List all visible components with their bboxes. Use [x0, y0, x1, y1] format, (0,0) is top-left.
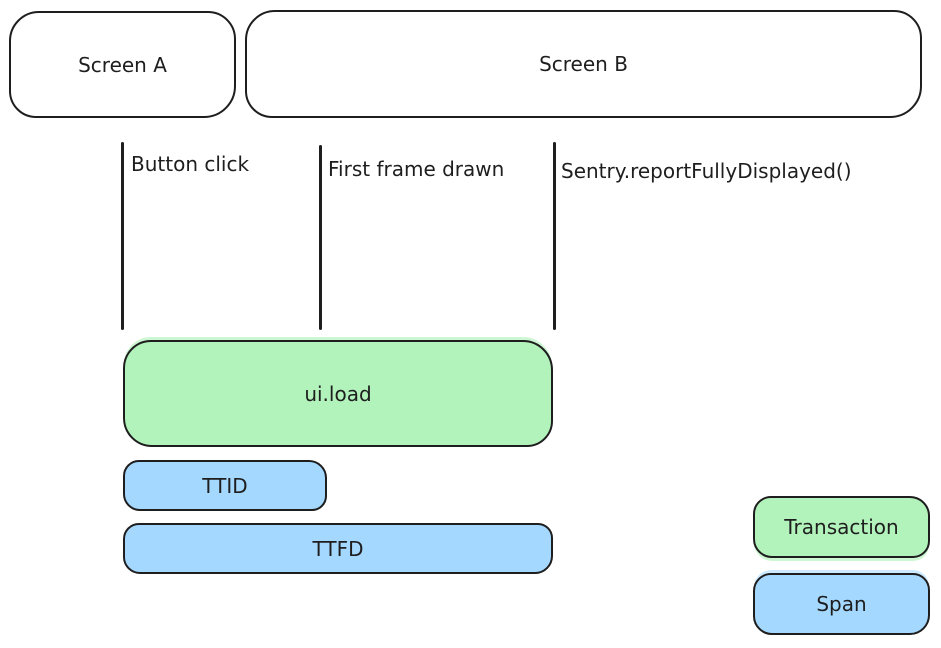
event-line-report-fully-displayed — [553, 142, 556, 330]
screen-b-box: Screen B — [245, 10, 922, 118]
span-bar-ttfd-label: TTFD — [312, 536, 364, 561]
event-label-first-frame-drawn: First frame drawn — [328, 157, 505, 181]
event-line-first-frame-drawn — [319, 145, 322, 330]
event-label-report-fully-displayed: Sentry.reportFullyDisplayed() — [561, 159, 852, 183]
legend-span-label: Span — [816, 592, 867, 616]
legend-transaction-label: Transaction — [784, 515, 899, 539]
transaction-bar-ui-load: ui.load — [123, 340, 553, 447]
event-label-button-click: Button click — [131, 152, 250, 176]
span-bar-ttid-label: TTID — [202, 473, 248, 498]
legend-span-box: Span — [753, 573, 930, 635]
screen-b-label: Screen B — [539, 52, 628, 76]
legend-transaction-box: Transaction — [753, 496, 930, 558]
span-bar-ttfd: TTFD — [123, 523, 553, 574]
span-bar-ttid: TTID — [123, 460, 327, 511]
transaction-bar-ui-load-label: ui.load — [304, 381, 372, 406]
screen-a-box: Screen A — [9, 11, 236, 118]
screen-a-label: Screen A — [78, 52, 167, 77]
event-line-button-click — [121, 142, 124, 330]
